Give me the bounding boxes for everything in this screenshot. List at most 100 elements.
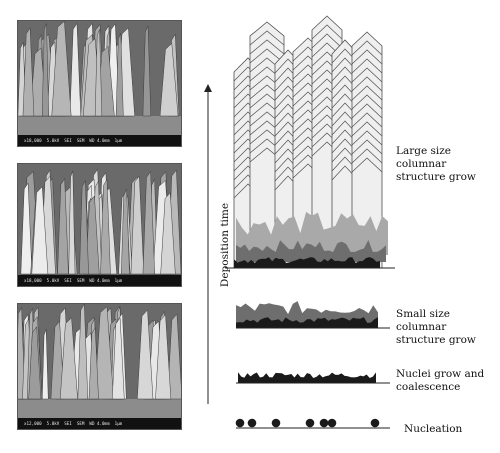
columnar-grain [85, 195, 100, 275]
growth-chevron [351, 94, 383, 110]
columnar-grain [41, 23, 50, 117]
columnar-grain [22, 27, 35, 117]
columnar-grain [137, 309, 154, 400]
sem-data-field: 1µm [114, 421, 123, 426]
dark-grain-layer [234, 257, 380, 268]
sem-data-field: SEM [76, 138, 85, 143]
sem-data-field: WD 4.0mm [89, 278, 110, 283]
large-columnar-stage [233, 15, 388, 269]
sem-texture [18, 21, 181, 146]
axis-label: Deposition time [219, 202, 231, 288]
columnar-grain [159, 42, 179, 117]
growth-chevron [351, 40, 383, 56]
sem-data-field: x18,000 [24, 278, 42, 283]
sem-data-field: 5.0kV [46, 138, 60, 143]
label-nucleation: Nucleation [404, 423, 463, 435]
columnar-grain [59, 317, 78, 400]
columnar-grain [68, 170, 76, 275]
growth-chevron [249, 39, 285, 55]
growth-chevron [351, 139, 383, 155]
columnar-grain [167, 313, 181, 400]
sem-data-field: SEI [64, 421, 72, 426]
growth-chevron [311, 24, 343, 40]
sem-data-field: WD 4.0mm [89, 421, 110, 426]
sem-texture [18, 164, 181, 286]
nucleus-dot [327, 418, 337, 428]
growth-chevron [351, 67, 383, 83]
columnar-grain [121, 189, 130, 275]
sem-data-field: 5.0kV [46, 421, 60, 426]
sem-data-field: 1µm [114, 278, 123, 283]
columnar-grain [50, 320, 65, 400]
sem-micrograph-bottom: x12,000 5.0kV SEI SEM WD 4.0mm 1µm [17, 303, 182, 430]
growth-chevron [351, 121, 383, 137]
growth-chevron [351, 85, 383, 101]
columnar-grain [31, 186, 49, 275]
label-line: Large size columnar [396, 145, 452, 170]
columnar-grain [57, 177, 69, 275]
coalesced-film [238, 372, 376, 383]
light-grain-layer [236, 211, 388, 255]
columnar-grain [94, 306, 114, 400]
sem-data-field: SEI [64, 138, 72, 143]
sem-data-field: x12,000 [24, 421, 42, 426]
nucleus-dot [247, 418, 257, 428]
sem-data-bar: x18,000 5.0kV SEI SEM WD 4.0mm 1µm [18, 275, 181, 286]
label-line: structure grow [396, 171, 476, 183]
growth-chevron [351, 103, 383, 119]
growth-chevron [249, 48, 285, 64]
growth-chevron [311, 33, 343, 49]
columnar-grain [79, 179, 89, 275]
sem-data-field: x18,000 [24, 138, 42, 143]
growth-chevron [351, 157, 383, 173]
sem-data-field: SEM [76, 278, 85, 283]
columnar-grain [155, 314, 172, 400]
columnar-grain [100, 178, 111, 275]
sem-data-field: SEM [76, 421, 85, 426]
label-line: coalescence [396, 381, 461, 393]
label-line: Nuclei grow and [396, 368, 485, 380]
dark-grain-layer [236, 317, 378, 328]
columnar-grain [94, 29, 103, 117]
nucleus-dot [305, 418, 315, 428]
substrate-band [18, 399, 181, 418]
columnar-grain [69, 22, 82, 117]
medium-grain-layer [236, 240, 386, 262]
label-line: structure grow [396, 334, 476, 346]
columnar-grain [111, 317, 125, 400]
growth-chevron [351, 148, 383, 164]
label-large-columnar: Large size columnar structure grow [396, 145, 500, 184]
columnar-grain [160, 192, 176, 275]
growth-chevron [351, 76, 383, 92]
sem-texture [18, 304, 181, 429]
label-small-columnar: Small size columnar structure grow [396, 308, 500, 347]
nucleus-dot [271, 418, 281, 428]
substrate-band [18, 116, 181, 135]
columnar-grain [115, 33, 124, 117]
growth-chevron [351, 130, 383, 146]
label-coalescence: Nuclei grow and coalescence [396, 368, 484, 394]
columnar-grain [77, 304, 89, 400]
columnar-grain [28, 325, 42, 400]
nucleus-dot [319, 418, 329, 428]
sem-data-field: SEI [64, 278, 72, 283]
columnar-grain [51, 21, 72, 117]
growth-chevron [351, 58, 383, 74]
nucleus-dot [370, 418, 380, 428]
columnar-grain [88, 326, 99, 400]
columnar-grain [142, 170, 155, 275]
columnar-grain [41, 329, 49, 400]
sem-micrograph-middle: x18,000 5.0kV SEI SEM WD 4.0mm 1µm [17, 163, 182, 287]
columnar-grain [142, 25, 152, 117]
small-columnar-stage [236, 301, 378, 328]
growth-chevron [351, 49, 383, 65]
nucleation-stage [235, 418, 380, 428]
sem-data-bar: x12,000 5.0kV SEI SEM WD 4.0mm 1µm [18, 418, 181, 429]
sem-data-field: 1µm [114, 138, 123, 143]
coalescence-stage [238, 372, 376, 383]
columnar-grain [130, 175, 145, 275]
sem-data-field: 5.0kV [46, 278, 60, 283]
